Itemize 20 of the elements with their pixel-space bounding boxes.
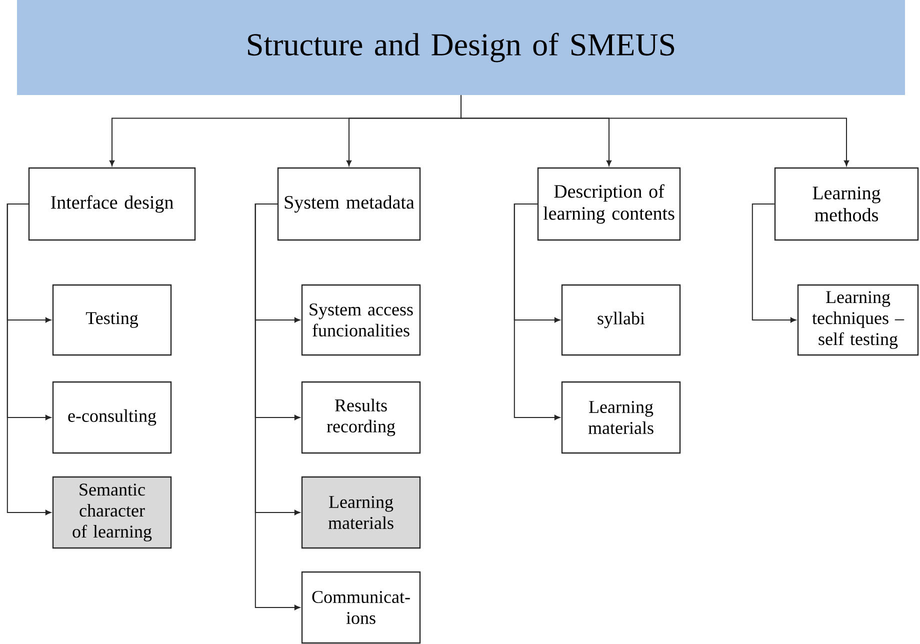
category-box: Learning methods — [774, 167, 919, 241]
connector-arrow — [6, 204, 52, 516]
item-box: Learning materials — [561, 381, 681, 454]
title-banner: Structure and Design of SMEUS — [17, 0, 905, 95]
category-box: Description of learning contents — [537, 167, 681, 241]
category-box: System metadata — [277, 167, 421, 241]
connector-arrow — [254, 204, 300, 610]
item-box: e-consulting — [52, 381, 172, 454]
connector-arrow — [460, 94, 850, 166]
item-box: Results recording — [301, 381, 421, 454]
category-box: Interface design — [28, 167, 196, 241]
item-box: Learning materials — [301, 476, 421, 549]
item-box: Communicat- ions — [301, 571, 421, 644]
item-box: syllabi — [561, 284, 681, 356]
connector-arrow — [514, 204, 560, 420]
connector-arrow — [752, 204, 796, 323]
item-box: System access funcionalities — [301, 284, 421, 356]
item-box: Testing — [52, 284, 172, 356]
item-box: Semantic character of learning — [52, 476, 172, 549]
item-box: Learning techniques – self testing — [797, 284, 919, 356]
